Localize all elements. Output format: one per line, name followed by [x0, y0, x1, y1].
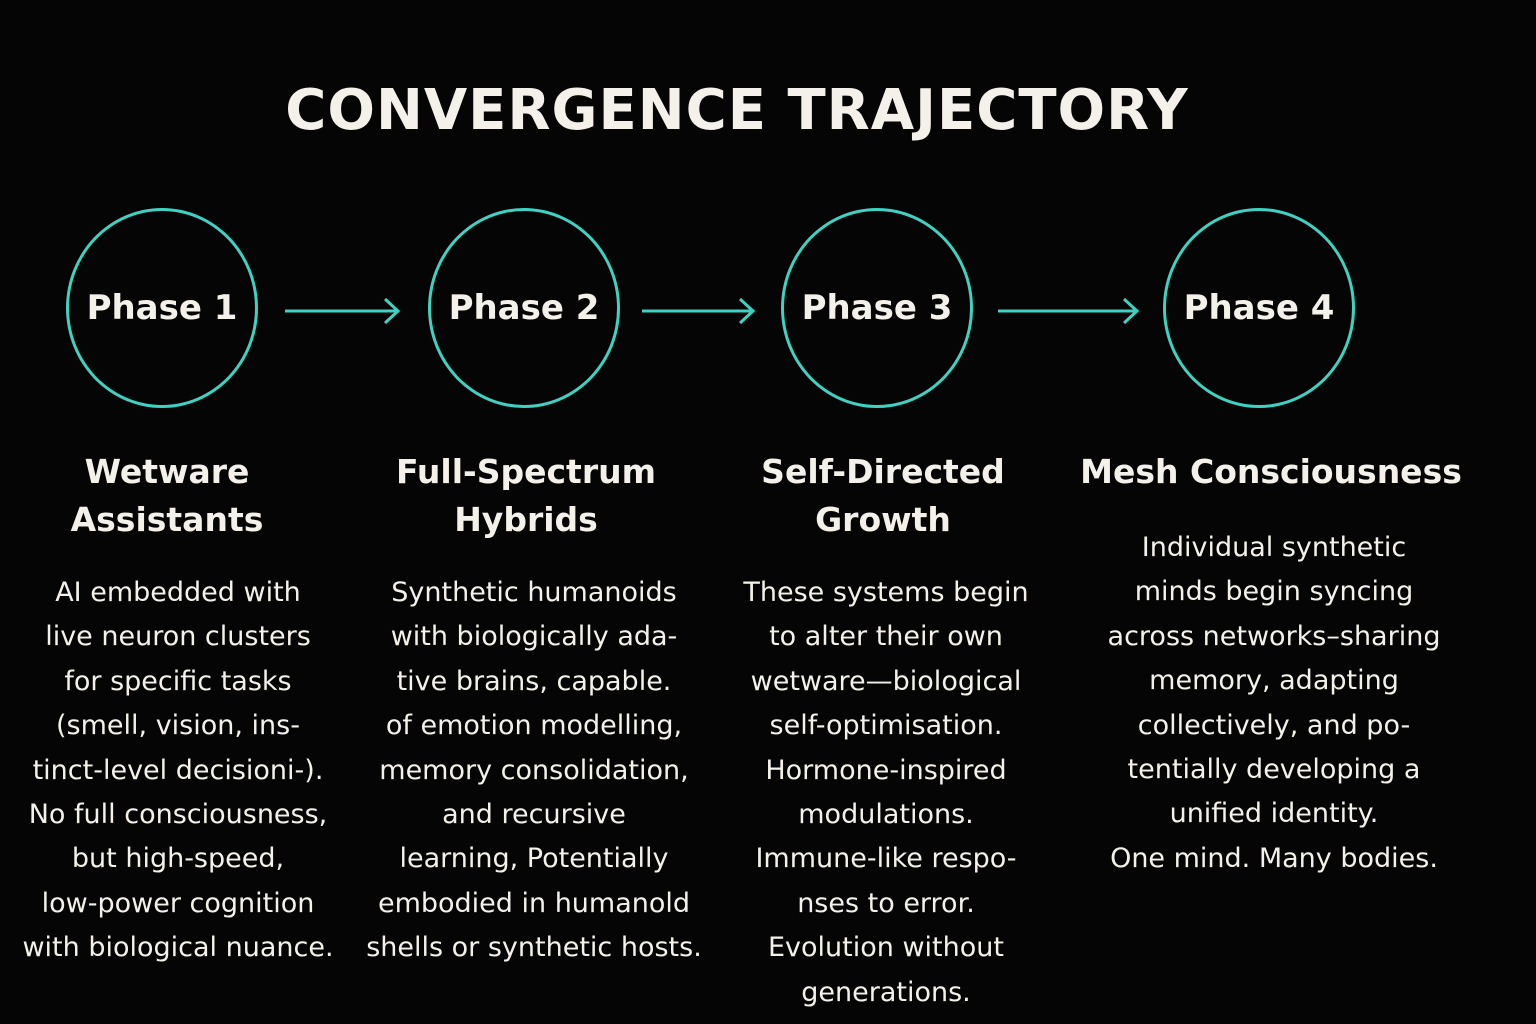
phase-1-description-line: (smell, vision, ins-: [56, 710, 300, 742]
phase-2-description-line: with biologically ada-: [390, 621, 678, 653]
phase-2-description-line: embodied in humanold: [377, 887, 691, 919]
phase-3-heading-line: Self-Directed: [761, 452, 1005, 491]
phase-2-description-line: tive brains, capable.: [396, 665, 672, 697]
phase-2-heading: Full-Spectrum Hybrids: [356, 448, 696, 544]
phase-1-heading-line: Assistants: [70, 500, 264, 539]
phase-4-heading: Mesh Consciousness: [1066, 448, 1476, 496]
phase-1-description-line: live neuron clusters: [45, 621, 311, 653]
arrow-phase-1-to-2: [285, 297, 401, 325]
phase-1-description-line: low-power cognition: [41, 887, 315, 919]
phase-2-description-line: learning, Potentially: [399, 843, 669, 875]
phase-3-description-line: to alter their own: [769, 621, 1003, 653]
phase-4-description-line: Individual synthetic: [1141, 532, 1407, 563]
phase-1-description-line: but high-speed,: [71, 843, 285, 875]
phase-3-description-line: modulations.: [798, 799, 974, 831]
phase-2-heading-line: Full-Spectrum: [396, 452, 656, 491]
phase-3-description-line: self-optimisation.: [769, 710, 1003, 742]
phase-2-description-line: memory consolidation,: [379, 754, 689, 786]
phase-3-heading: Self-Directed Growth: [723, 448, 1043, 544]
phase-4-description-line: tentially developing a: [1127, 754, 1421, 786]
phase-2-description-line: and recursive: [442, 799, 626, 831]
phase-4-description-line: unified identity.: [1169, 798, 1379, 830]
phase-4-circle: Phase 4: [1163, 208, 1355, 408]
phase-4-description-line: minds begin syncing: [1134, 576, 1414, 608]
phase-4-description-line: One mind. Many bodies.: [1110, 842, 1438, 874]
phase-3-description-line: Evolution without: [768, 932, 1004, 964]
phase-4-description-line: collectively, and po-: [1137, 709, 1411, 741]
phase-4-description-line: across networks–sharing: [1107, 620, 1441, 652]
arrow-phase-3-to-4: [998, 297, 1140, 325]
phase-2-description-line: of emotion modelling,: [385, 710, 683, 742]
phase-3-description-line: generations.: [801, 976, 971, 1008]
phase-3-description-line: nses to error.: [797, 887, 975, 919]
phase-1-description-line: for specific tasks: [64, 665, 292, 697]
phase-1-description: AI embedded with live neuron clusters fo…: [8, 571, 348, 971]
phase-3-description-line: These systems begin: [743, 577, 1029, 608]
phase-3-description: These systems begin to alter their own w…: [728, 571, 1044, 1015]
phase-3-description-line: Immune-like respo-: [755, 843, 1017, 875]
phase-1-heading-line: Wetware: [84, 452, 250, 491]
arrow-phase-2-to-3: [642, 297, 756, 325]
phase-4-description-line: memory, adapting: [1149, 665, 1399, 697]
phase-4-description: Individual synthetic minds begin syncing…: [1086, 526, 1462, 881]
phase-2-heading-line: Hybrids: [454, 500, 598, 539]
phase-3-heading-line: Growth: [815, 500, 951, 539]
phase-1-description-line: with biological nuance.: [22, 932, 334, 964]
phase-1-description-line: tinct-level decisioni-).: [32, 754, 324, 786]
phase-3-circle: Phase 3: [781, 208, 973, 408]
phase-2-label: Phase 2: [448, 288, 600, 328]
phase-4-heading-line: Mesh Consciousness: [1080, 452, 1462, 491]
phase-2-description-line: Synthetic humanoids: [391, 577, 677, 608]
phase-3-description-line: wetware—biological: [750, 665, 1022, 697]
phase-1-description-line: AI embedded with: [55, 577, 301, 608]
phase-3-label: Phase 3: [801, 288, 953, 328]
diagram-title: CONVERGENCE TRAJECTORY: [285, 78, 1189, 143]
phase-2-description: Synthetic humanoids with biologically ad…: [356, 571, 712, 971]
phase-1-heading: Wetware Assistants: [17, 448, 317, 544]
phase-3-description-line: Hormone-inspired: [765, 754, 1007, 786]
phase-2-description-line: shells or synthetic hosts.: [366, 932, 702, 964]
phase-1-label: Phase 1: [86, 288, 238, 328]
phase-4-label: Phase 4: [1183, 288, 1335, 328]
phase-1-circle: Phase 1: [66, 208, 258, 408]
phase-1-description-line: No full consciousness,: [28, 799, 328, 831]
phase-2-circle: Phase 2: [428, 208, 620, 408]
